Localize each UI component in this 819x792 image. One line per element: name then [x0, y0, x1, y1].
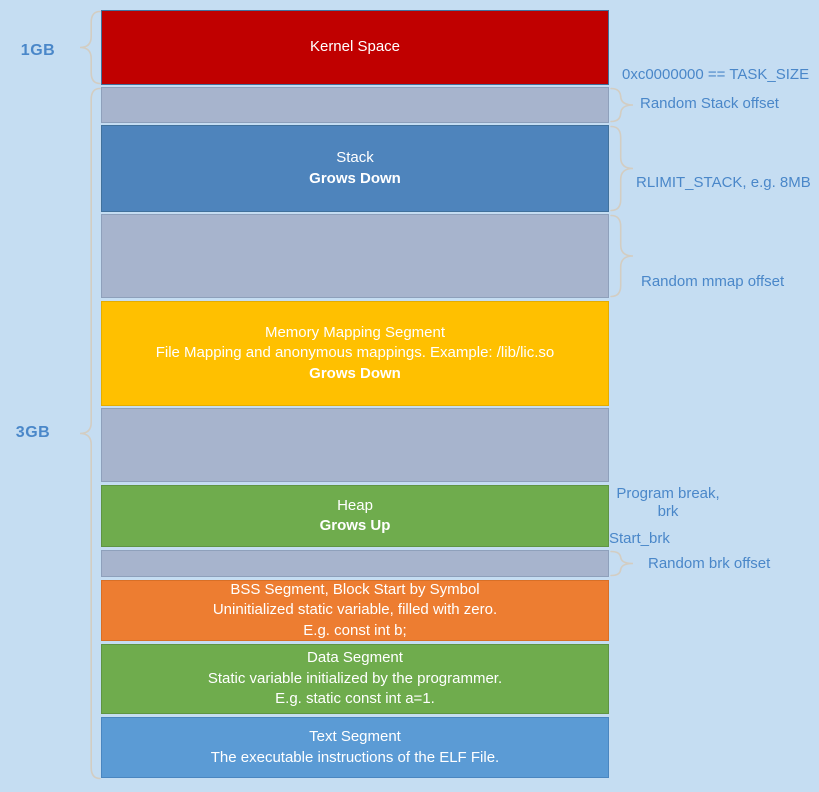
brace-random-mmap-offset: [610, 214, 634, 298]
annotation-rlimit-stack: RLIMIT_STACK, e.g. 8MB: [636, 174, 811, 191]
block-bss-example: E.g. const int b;: [303, 621, 407, 639]
block-text-title: Text Segment: [309, 728, 401, 745]
block-gap-below-mmap: [101, 408, 609, 482]
block-random-stack-offset: [101, 87, 609, 123]
block-heap-direction: Grows Up: [319, 517, 391, 534]
annotation-program-break: Program break, brk: [614, 485, 722, 521]
block-text-description: The executable instructions of the ELF F…: [210, 748, 500, 766]
block-kernel-space: Kernel Space: [101, 10, 609, 85]
brace-1gb: [79, 10, 101, 85]
block-mmap-title: Memory Mapping Segment: [264, 323, 446, 341]
label-3gb: 3GB: [15, 424, 51, 441]
block-data-title: Data Segment: [307, 649, 403, 667]
brace-random-stack-offset: [610, 87, 634, 123]
block-kernel-space-label: Kernel Space: [309, 38, 401, 56]
annotation-program-break-line1: Program break,: [616, 485, 720, 502]
block-gap-below-stack: [101, 214, 609, 298]
annotation-start-brk: Start_brk: [609, 530, 670, 547]
block-heap-label: Heap: [337, 496, 373, 514]
annotation-random-mmap-offset: Random mmap offset: [641, 273, 785, 290]
block-bss-description: Uninitialized static variable, filled wi…: [212, 601, 498, 619]
annotation-random-brk-offset: Random brk offset: [648, 555, 771, 572]
block-mmap-description: File Mapping and anonymous mappings. Exa…: [155, 344, 555, 362]
block-data-description: Static variable initialized by the progr…: [207, 669, 503, 687]
brace-rlimit-stack: [610, 125, 634, 212]
annotation-task-size: 0xc0000000 == TASK_SIZE: [622, 66, 810, 83]
block-text-segment: Text Segment The executable instructions…: [101, 717, 609, 778]
block-bss-title: BSS Segment, Block Start by Symbol: [230, 580, 480, 598]
annotation-random-stack-offset: Random Stack offset: [640, 95, 779, 112]
label-1gb: 1GB: [20, 42, 56, 59]
block-heap: Heap Grows Up: [101, 485, 609, 547]
annotation-program-break-line2: brk: [657, 503, 679, 520]
block-stack: Stack Grows Down: [101, 125, 609, 212]
block-random-brk-offset: [101, 550, 609, 577]
block-data-example: E.g. static const int a=1.: [275, 690, 435, 708]
block-bss-segment: BSS Segment, Block Start by Symbol Unini…: [101, 580, 609, 641]
brace-random-brk-offset: [610, 550, 634, 577]
block-mmap-direction: Grows Down: [309, 364, 401, 382]
block-stack-label: Stack: [336, 149, 374, 166]
block-stack-direction: Grows Down: [309, 169, 401, 187]
block-memory-mapping-segment: Memory Mapping Segment File Mapping and …: [101, 301, 609, 406]
block-data-segment: Data Segment Static variable initialized…: [101, 644, 609, 714]
brace-3gb: [79, 87, 101, 780]
